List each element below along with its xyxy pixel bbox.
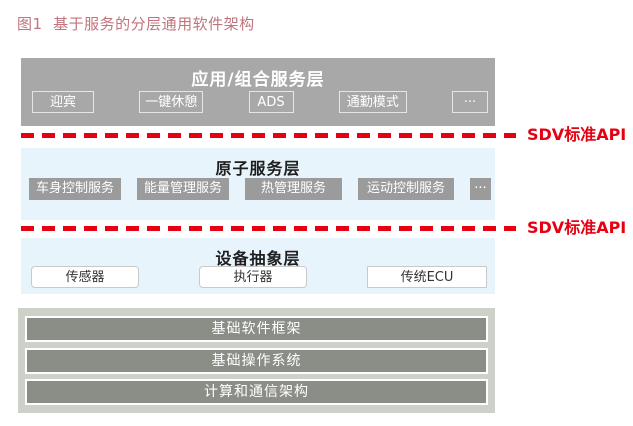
- app-chip-commute-mode: 通勤模式: [338, 91, 407, 113]
- sdv-api-label-top: SDV标准API: [527, 125, 627, 144]
- figure-title: 图1 基于服务的分层通用软件架构: [17, 15, 255, 33]
- foundation-bar-compute-comm-arch: 计算和通信架构: [25, 379, 488, 405]
- device-chip-legacy-ecu: 传统ECU: [367, 266, 487, 288]
- layer-device-chip-row: 传感器 执行器 传统ECU: [21, 266, 495, 288]
- layer-atomic-chip-row: 车身控制服务 能量管理服务 热管理服务 运动控制服务 ···: [21, 178, 495, 200]
- layer-application-title: 应用/组合服务层: [191, 70, 325, 90]
- layer-atomic-title: 原子服务层: [215, 159, 301, 178]
- sdv-api-dashed-line-bottom: [21, 226, 516, 231]
- sdv-api-dashed-line-top: [21, 133, 516, 138]
- atomic-chip-ellipsis: ···: [470, 178, 491, 200]
- layer-application: 应用/组合服务层 迎宾 一键休憩 ADS 通勤模式 ···: [21, 58, 495, 126]
- app-chip-welcome: 迎宾: [32, 91, 94, 113]
- app-chip-ellipsis: ···: [452, 91, 488, 113]
- atomic-chip-thermal-mgmt: 热管理服务: [245, 178, 342, 200]
- device-chip-sensor: 传感器: [31, 266, 139, 288]
- app-chip-one-key-rest: 一键休憩: [139, 91, 204, 113]
- atomic-chip-motion-control: 运动控制服务: [358, 178, 454, 200]
- sdv-api-label-bottom: SDV标准API: [527, 218, 627, 237]
- foundation-bar-software-framework: 基础软件框架: [25, 316, 488, 342]
- layer-atomic-services: 原子服务层 车身控制服务 能量管理服务 热管理服务 运动控制服务 ···: [21, 148, 495, 220]
- atomic-chip-body-control: 车身控制服务: [29, 178, 121, 200]
- layer-device-title: 设备抽象层: [215, 249, 301, 268]
- foundation-bar-operating-system: 基础操作系统: [25, 347, 488, 374]
- layer-application-chip-row: 迎宾 一键休憩 ADS 通勤模式 ···: [21, 91, 495, 113]
- layer-device-abstraction: 设备抽象层 传感器 执行器 传统ECU: [21, 238, 495, 294]
- app-chip-ads: ADS: [248, 91, 294, 113]
- device-chip-actuator: 执行器: [199, 266, 307, 288]
- atomic-chip-energy-mgmt: 能量管理服务: [137, 178, 229, 200]
- foundation-stack: 基础软件框架 基础操作系统 计算和通信架构: [18, 308, 495, 413]
